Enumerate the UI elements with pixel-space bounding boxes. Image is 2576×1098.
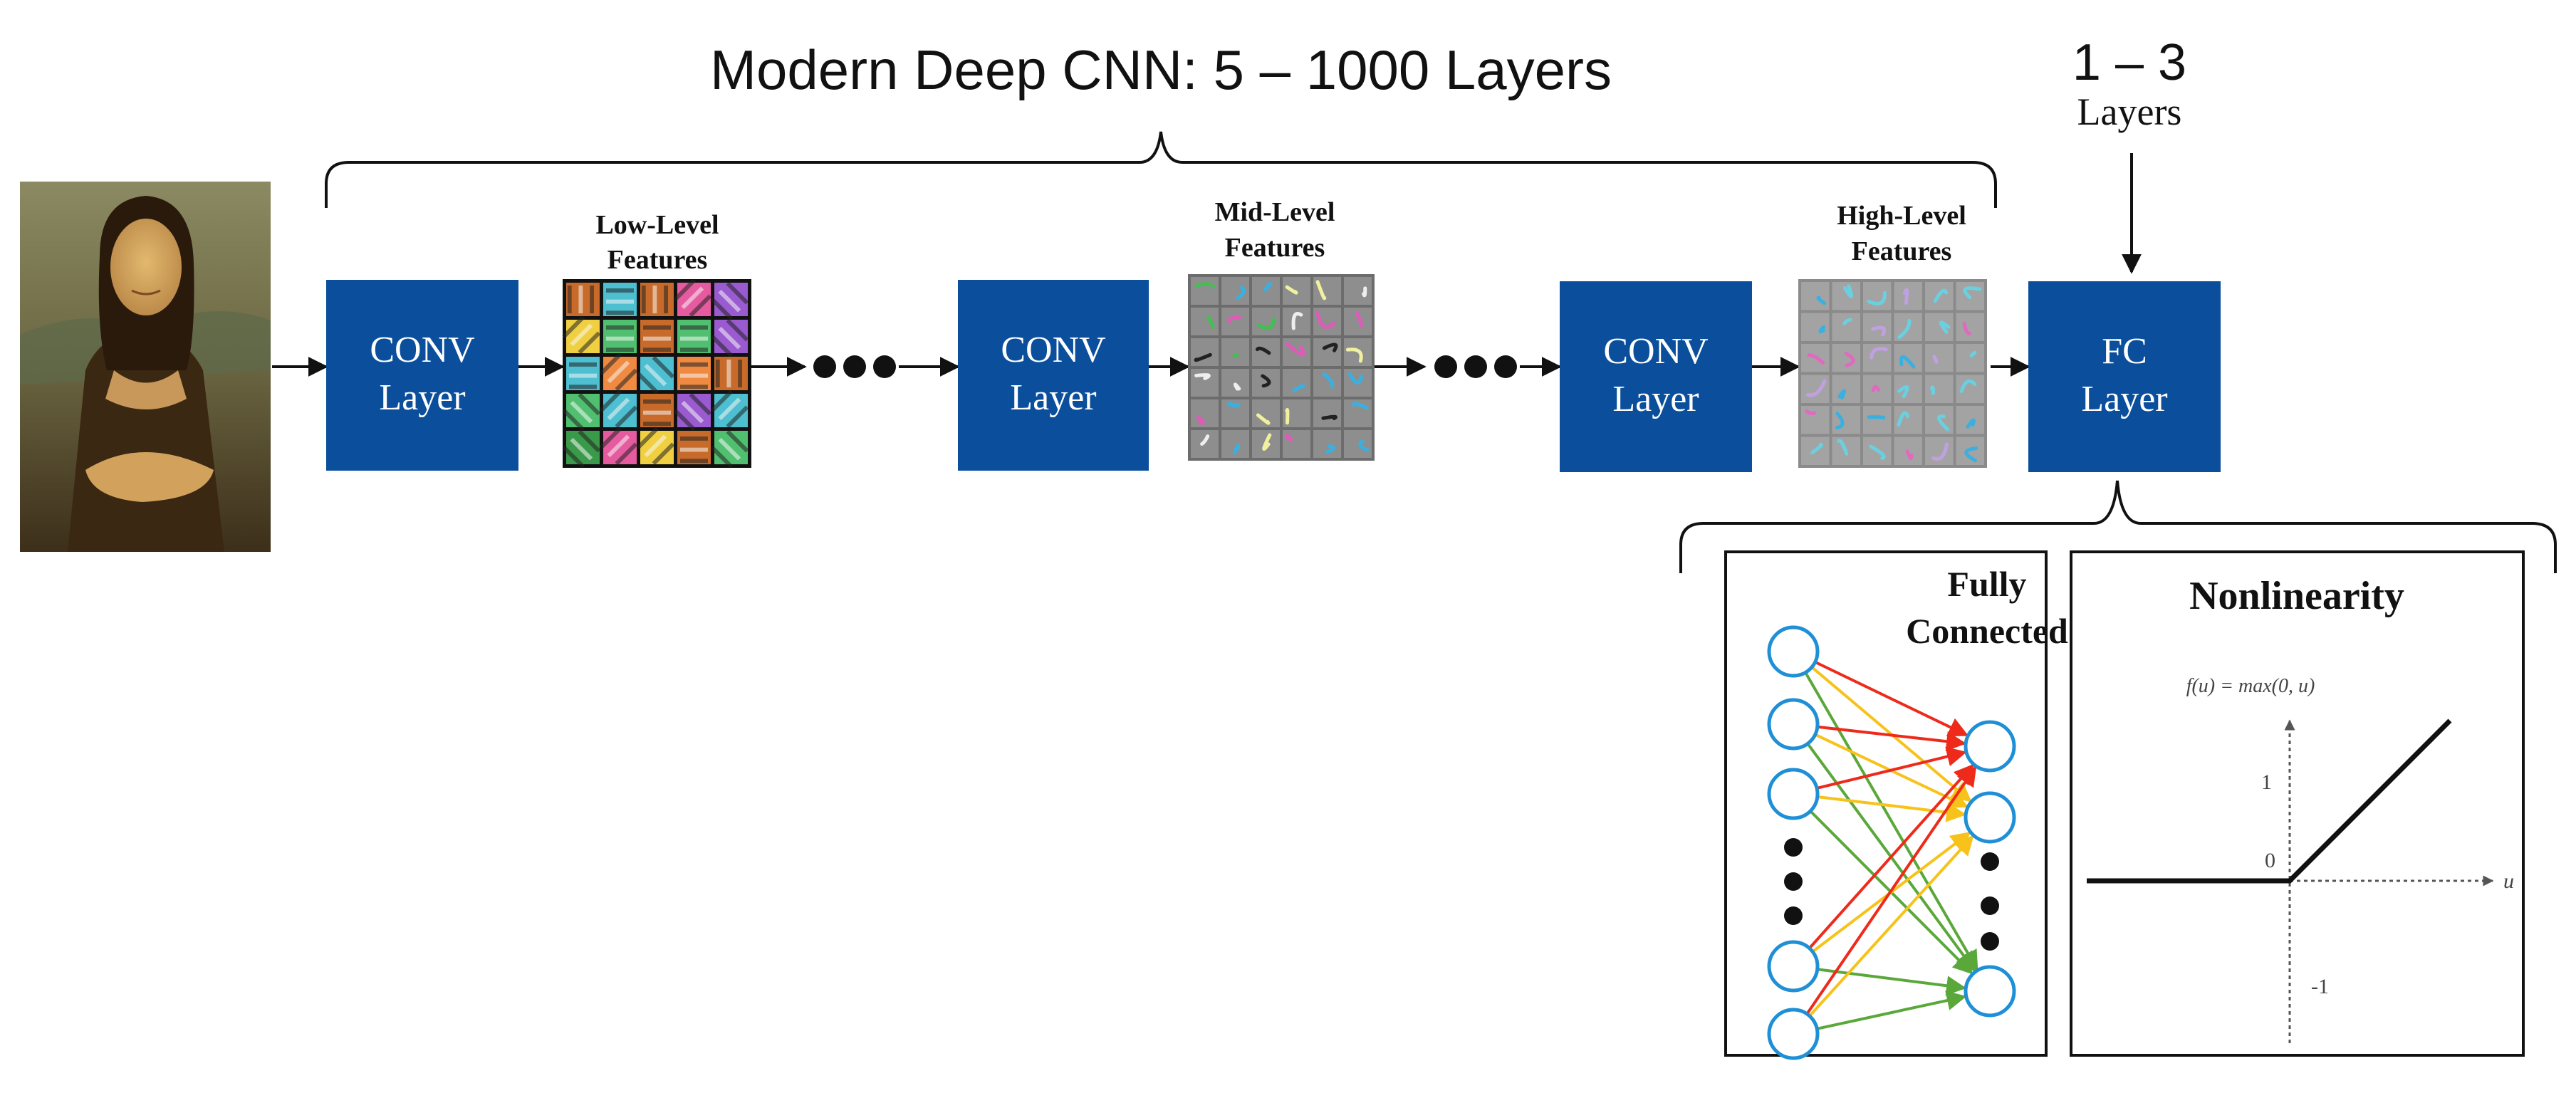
fc-block-line2: Layer xyxy=(2081,379,2167,419)
x-axis-label: u xyxy=(2503,869,2514,893)
neuron-node xyxy=(1767,1008,1820,1060)
low-features-label-line1: Low-Level xyxy=(595,210,719,240)
fc-block-line1: FC xyxy=(2102,331,2147,372)
mid-features-label-line2: Features xyxy=(1225,233,1325,263)
neuron-node xyxy=(1964,791,2016,844)
fully-connected-label-line1: Fully xyxy=(1947,564,2026,604)
relu-formula: f(u) = max(0, u) xyxy=(2186,675,2315,697)
connection-arrow xyxy=(1817,795,1967,822)
high-features-label-line1: High-Level xyxy=(1837,201,1966,231)
conv-block-line2: Layer xyxy=(379,377,465,418)
conv-block-line1: CONV xyxy=(370,330,474,370)
mid-level-features-grid xyxy=(1188,274,1375,461)
ellipsis-dots-vertical xyxy=(1784,838,1999,951)
connection-arrow xyxy=(1805,765,1977,1015)
neuron-nodes xyxy=(1767,625,2016,1060)
fc-count-unit: Layers xyxy=(2077,90,2182,133)
conv-layer-block: CONV Layer xyxy=(958,280,1149,471)
conv-stack-brace xyxy=(325,131,1997,208)
fully-connected-label-line2: Connected xyxy=(1906,611,2068,651)
fully-connected-panel: Fully Connected xyxy=(1724,550,2068,1060)
ellipsis-dots xyxy=(1434,355,1517,378)
conv-block-line1: CONV xyxy=(1603,331,1708,372)
tick-label-0: 0 xyxy=(2265,849,2275,872)
tick-label-neg1: -1 xyxy=(2311,975,2329,998)
fc-layer-block: FC Layer xyxy=(2028,281,2221,472)
conv-layer-block: CONV Layer xyxy=(1560,281,1752,472)
connection-arrow xyxy=(1804,671,1978,971)
diagram-title: Modern Deep CNN: 5 – 1000 Layers xyxy=(710,38,1612,101)
connection-arrow xyxy=(1808,763,1974,949)
nonlinearity-title: Nonlinearity xyxy=(2189,574,2404,618)
relu-curve xyxy=(2087,718,2452,884)
high-features-label-line2: Features xyxy=(1852,236,1952,266)
connection-arrow xyxy=(1816,990,1967,1030)
neuron-node xyxy=(1964,965,2016,1018)
ellipsis-dots xyxy=(813,355,896,378)
input-image xyxy=(20,182,271,552)
connection-arrow xyxy=(1808,835,1974,1018)
neuron-node xyxy=(1767,698,1820,751)
low-level-features-grid xyxy=(562,278,751,469)
high-level-features-grid xyxy=(1798,279,1987,468)
tick-label-1: 1 xyxy=(2261,770,2272,794)
connection-arrows xyxy=(1804,660,1978,1030)
neuron-node xyxy=(1767,940,1820,993)
low-features-label-line2: Features xyxy=(608,245,708,275)
neuron-node xyxy=(1964,720,2016,773)
conv-layer-block: CONV Layer xyxy=(326,280,518,471)
fc-count-number: 1 – 3 xyxy=(2072,34,2186,91)
connection-arrow xyxy=(1817,968,1967,996)
conv-block-line1: CONV xyxy=(1001,330,1105,370)
nonlinearity-panel: Nonlinearity f(u) = max(0, u) u 1 0 -1 xyxy=(2070,550,2525,1057)
connection-arrow xyxy=(1817,725,1967,752)
connection-arrow xyxy=(1816,746,1967,790)
fc-detail-brace xyxy=(1679,480,2557,573)
neuron-node xyxy=(1767,625,1820,678)
neuron-node xyxy=(1767,768,1820,820)
connection-arrow xyxy=(1814,660,1969,737)
conv-block-line2: Layer xyxy=(1010,377,1096,418)
conv-block-line2: Layer xyxy=(1612,379,1699,419)
mid-features-label-line1: Mid-Level xyxy=(1215,197,1335,227)
